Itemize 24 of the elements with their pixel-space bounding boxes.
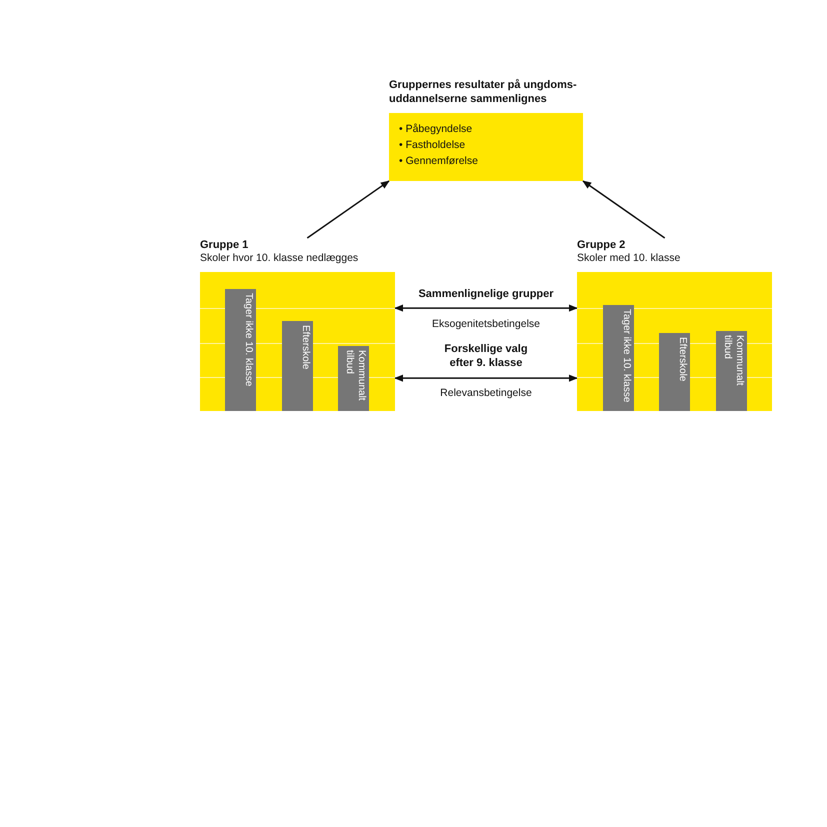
list-item: • Gennemførelse bbox=[399, 154, 479, 169]
subheading: Skoler hvor 10. klasse nedlægges bbox=[200, 252, 360, 265]
list-item: • Påbegyndelse bbox=[399, 122, 474, 137]
edge-label: Sammenlignelige grupper bbox=[418, 287, 554, 301]
group-panel bbox=[577, 238, 772, 411]
bar: Efterskole bbox=[659, 333, 690, 411]
group-panel bbox=[200, 238, 395, 411]
arrow bbox=[394, 374, 578, 382]
subheading: Skoler med 10. klasse bbox=[577, 252, 682, 265]
bar: Tager ikke 10. klasse bbox=[603, 305, 634, 411]
condition-label: Relevansbetingelse bbox=[440, 387, 532, 400]
bar: Kommunalt tilbud bbox=[338, 346, 369, 411]
arrow bbox=[306, 180, 390, 239]
arrow bbox=[394, 304, 578, 312]
bar: Kommunalt tilbud bbox=[716, 331, 747, 411]
arrow bbox=[582, 180, 666, 239]
bar: Tager ikke 10. klasse bbox=[225, 289, 256, 411]
heading: Gruppe 1 bbox=[200, 238, 250, 252]
result-panel bbox=[389, 78, 583, 181]
condition-label: Eksogenitetsbetingelse bbox=[432, 318, 540, 331]
heading: Gruppe 2 bbox=[577, 238, 626, 252]
list-item: • Fastholdelse bbox=[399, 138, 466, 153]
heading: Gruppernes resultater på ungdoms-uddannelserne sammenlignes bbox=[389, 78, 578, 107]
bar: Efterskole bbox=[282, 321, 313, 411]
